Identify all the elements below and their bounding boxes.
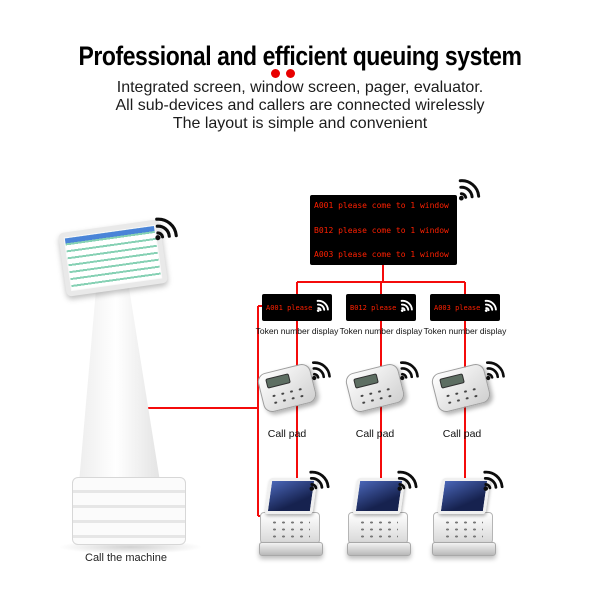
wifi-icon <box>148 210 184 246</box>
wifi-icon <box>391 464 423 496</box>
main-display: A001 please come to 1 window B012 please… <box>310 195 457 265</box>
page-title: Professional and efficient queuing syste… <box>78 41 522 71</box>
wifi-icon <box>394 355 424 385</box>
terminal-base <box>432 542 496 556</box>
main-display-line-3: A003 please come to 1 window <box>314 250 449 259</box>
window-terminal-1 <box>259 478 323 558</box>
terminal-keypad <box>270 519 310 538</box>
window-terminal-3 <box>432 478 496 558</box>
wifi-icon <box>481 296 500 315</box>
wifi-icon <box>452 172 486 206</box>
wifi-icon <box>303 464 335 496</box>
subtitle-line-2: All sub-devices and callers are connecte… <box>115 97 485 114</box>
terminal-base <box>347 542 411 556</box>
token-number-display-2: B012 please <box>346 294 416 321</box>
terminal-keypad <box>358 519 398 538</box>
token-display-label-1: Token number display <box>255 326 339 336</box>
call-pad-label-1: Call pad <box>267 428 307 440</box>
token-display-text: A001 please <box>266 303 313 312</box>
terminal-base <box>259 542 323 556</box>
wifi-icon <box>477 464 509 496</box>
accent-dot <box>271 69 280 78</box>
token-display-text: A003 please <box>434 303 481 312</box>
call-pad-label-3: Call pad <box>442 428 482 440</box>
kiosk-stand <box>78 284 162 494</box>
wifi-icon <box>313 296 332 315</box>
token-display-label-2: Token number display <box>339 326 423 336</box>
token-number-display-1: A001 please <box>262 294 332 321</box>
terminal-keypad <box>443 519 483 538</box>
subtitle-line-1: Integrated screen, window screen, pager,… <box>116 79 484 96</box>
wifi-icon <box>306 355 336 385</box>
token-display-text: B012 please <box>350 303 397 312</box>
token-number-display-3: A003 please <box>430 294 500 321</box>
wifi-icon <box>480 355 510 385</box>
subtitle-line-3: The layout is simple and convenient <box>172 115 428 132</box>
call-pad-label-2: Call pad <box>355 428 395 440</box>
token-display-label-3: Token number display <box>423 326 507 336</box>
accent-dots <box>271 69 295 78</box>
window-terminal-2 <box>347 478 411 558</box>
kiosk-base <box>72 477 186 545</box>
wifi-icon <box>397 296 416 315</box>
accent-dot <box>286 69 295 78</box>
subtitle: Integrated screen, window screen, pager,… <box>0 79 600 133</box>
kiosk-label: Call the machine <box>85 552 167 564</box>
main-display-line-1: A001 please come to 1 window <box>314 201 449 210</box>
main-display-line-2: B012 please come to 1 window <box>314 225 449 235</box>
